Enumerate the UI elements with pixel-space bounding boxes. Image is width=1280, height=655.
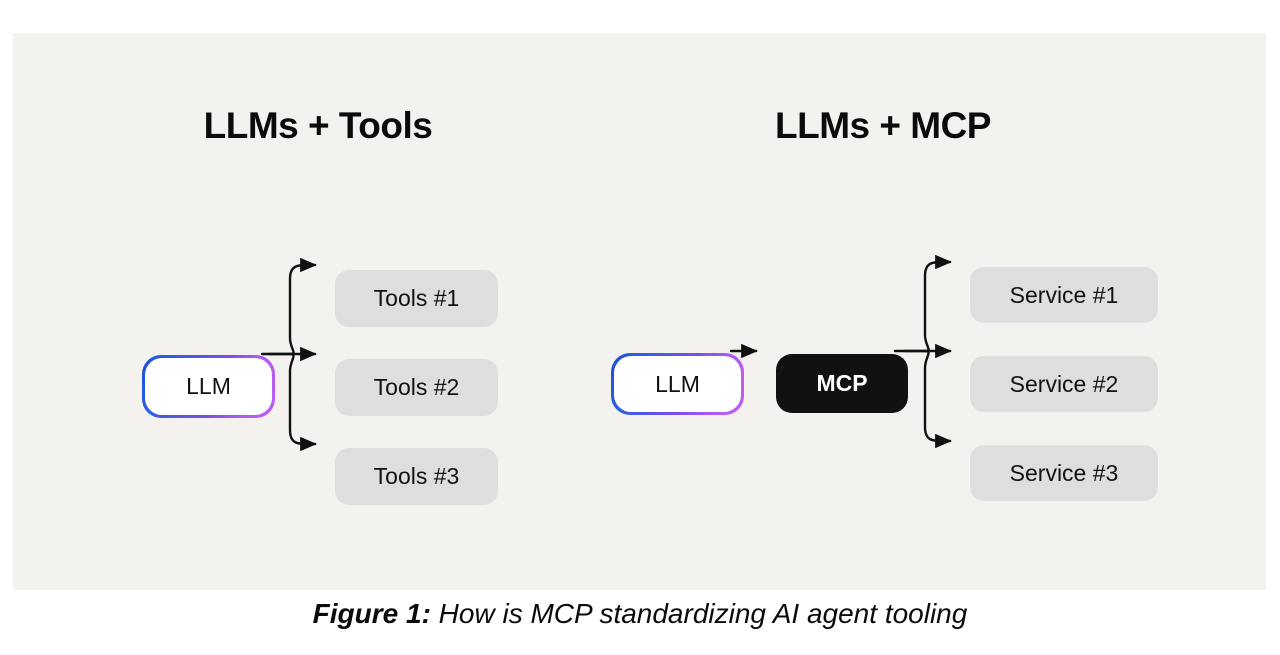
column-title-right: LLMs + MCP	[775, 105, 992, 146]
node-llm-right-label: LLM	[613, 355, 742, 413]
node-service-1[interactable]: Service #1	[970, 267, 1158, 323]
node-service-2[interactable]: Service #2	[970, 356, 1158, 412]
node-mcp[interactable]: MCP	[776, 354, 908, 413]
edge-to-service-3	[923, 349, 952, 449]
node-llm-right[interactable]: LLM	[611, 353, 744, 415]
column-title-left: LLMs + Tools	[203, 105, 433, 146]
figure-caption-label: Figure 1:	[312, 598, 431, 629]
edge-to-tools-1	[288, 257, 317, 356]
node-tools-2[interactable]: Tools #2	[335, 359, 498, 416]
figure-panel: LLMs + Tools LLMs + MCP	[13, 33, 1266, 590]
figure-caption: Figure 1: How is MCP standardizing AI ag…	[0, 598, 1280, 630]
node-tools-1[interactable]: Tools #1	[335, 270, 498, 327]
edge-to-service-1	[923, 254, 952, 353]
figure-caption-text: How is MCP standardizing AI agent toolin…	[430, 598, 968, 629]
node-service-3[interactable]: Service #3	[970, 445, 1158, 501]
edge-to-tools-3	[288, 352, 317, 452]
node-tools-3[interactable]: Tools #3	[335, 448, 498, 505]
node-llm-left[interactable]: LLM	[142, 355, 275, 418]
node-llm-left-label: LLM	[144, 357, 273, 416]
